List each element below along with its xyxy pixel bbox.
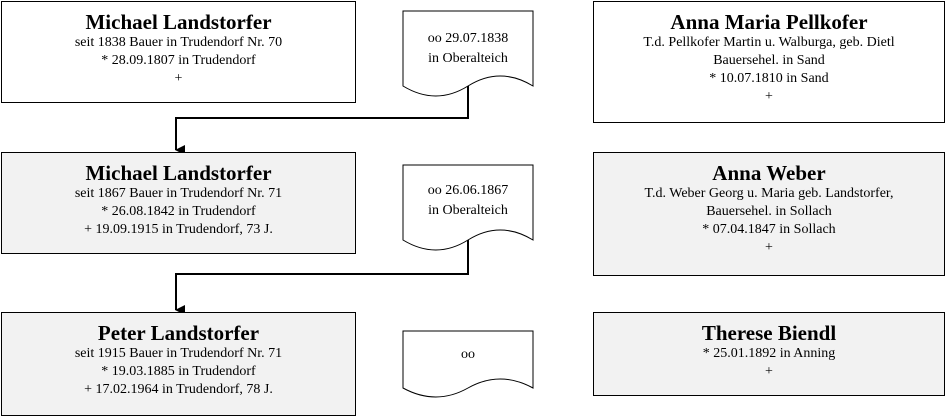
- connector-gen2-to-gen3: [175, 238, 469, 315]
- wife-detail: * 10.07.1810 in Sand: [709, 71, 829, 86]
- marriage-scroll-gen2: oo 26.06.1867 in Oberalteich: [402, 164, 534, 256]
- wife-detail: Bauersehel. in Sollach: [706, 204, 832, 219]
- husband-box-gen2: Michael Landstorfer seit 1867 Bauer in T…: [1, 152, 356, 254]
- wife-detail: +: [765, 89, 773, 104]
- wife-box-gen3: Therese Biendl * 25.01.1892 in Anning +: [593, 312, 945, 396]
- wife-detail: * 25.01.1892 in Anning: [702, 346, 836, 361]
- husband-detail: seit 1867 Bauer in Trudendorf Nr. 71: [74, 186, 283, 201]
- husband-name: Michael Landstorfer: [85, 10, 272, 34]
- wife-detail: T.d. Weber Georg u. Maria geb. Landstorf…: [644, 186, 894, 201]
- husband-detail: +: [174, 71, 183, 86]
- husband-name: Michael Landstorfer: [85, 161, 272, 185]
- wife-name: Anna Maria Pellkofer: [670, 10, 868, 34]
- connector-gen1-to-gen2: [175, 83, 469, 155]
- wife-name: Anna Weber: [712, 161, 826, 185]
- wife-box-gen1: Anna Maria Pellkofer T.d. Pellkofer Mart…: [593, 1, 945, 123]
- marriage-date: oo 26.06.1867: [427, 183, 509, 198]
- husband-detail: * 19.03.1885 in Trudendorf: [101, 364, 256, 379]
- husband-detail: + 17.02.1964 in Trudendorf, 78 J.: [84, 382, 273, 397]
- marriage-date: oo: [461, 347, 475, 362]
- wife-detail: +: [765, 364, 773, 379]
- wife-detail: Bauersehel. in Sand: [713, 53, 825, 68]
- husband-detail: * 26.08.1842 in Trudendorf: [101, 204, 256, 219]
- marriage-place: in Oberalteich: [428, 51, 508, 66]
- husband-detail: + 19.09.1915 in Trudendorf, 73 J.: [84, 222, 273, 237]
- husband-detail: seit 1915 Bauer in Trudendorf Nr. 71: [74, 346, 283, 361]
- husband-name: Peter Landstorfer: [97, 321, 260, 345]
- wife-detail: * 07.04.1847 in Sollach: [702, 222, 836, 237]
- husband-detail: seit 1838 Bauer in Trudendorf Nr. 70: [74, 35, 283, 50]
- wife-box-gen2: Anna Weber T.d. Weber Georg u. Maria geb…: [593, 152, 945, 276]
- wife-detail: T.d. Pellkofer Martin u. Walburga, geb. …: [643, 35, 895, 50]
- marriage-place: in Oberalteich: [428, 203, 508, 218]
- husband-detail: * 28.09.1807 in Trudendorf: [101, 53, 256, 68]
- husband-box-gen3: Peter Landstorfer seit 1915 Bauer in Tru…: [1, 312, 356, 416]
- marriage-date: oo 29.07.1838: [427, 31, 509, 46]
- marriage-scroll-gen1: oo 29.07.1838 in Oberalteich: [402, 10, 534, 102]
- wife-name: Therese Biendl: [701, 321, 837, 345]
- husband-box-gen1: Michael Landstorfer seit 1838 Bauer in T…: [1, 1, 356, 103]
- marriage-scroll-gen3: oo: [402, 330, 534, 412]
- wife-detail: +: [765, 240, 773, 255]
